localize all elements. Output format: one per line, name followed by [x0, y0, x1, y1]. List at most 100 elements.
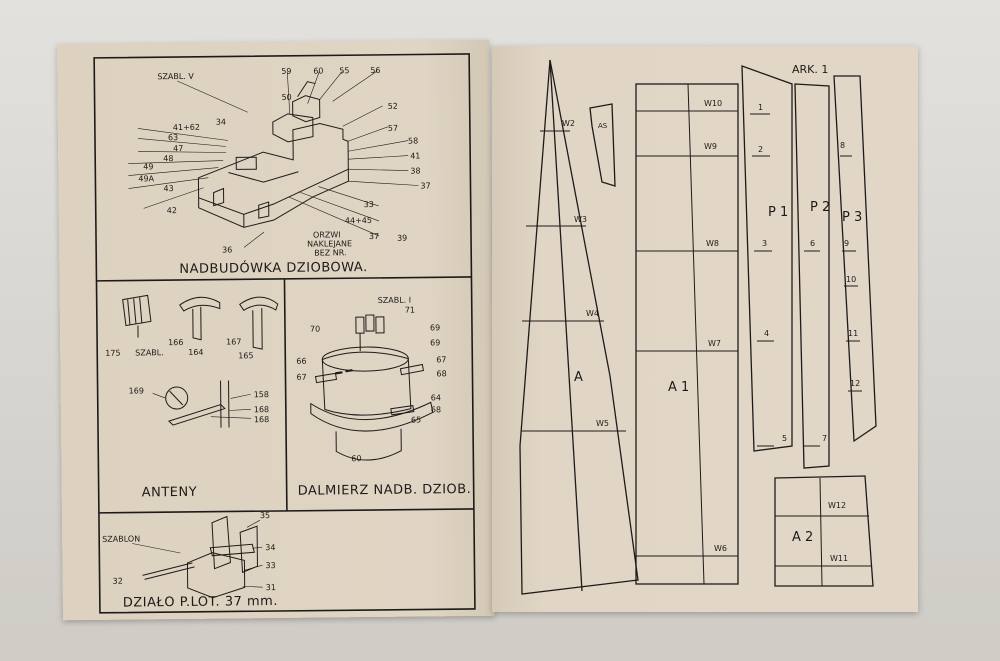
- label-szabl-i: SZABL. I: [378, 296, 412, 305]
- label-37-bottom: 37: [369, 232, 379, 241]
- num-8: 8: [840, 141, 845, 150]
- label-w3: W3: [574, 215, 587, 224]
- part-a2-outline: [774, 475, 874, 587]
- label-39: 39: [397, 234, 407, 243]
- label-65: 65: [411, 415, 421, 424]
- divider-h2: [98, 508, 474, 514]
- part-name-a: A: [574, 370, 583, 385]
- rangefinder-labels: SZABL. I 71 70 69 69 66 67 67 68 68 64 6…: [296, 296, 446, 464]
- left-page: SZABL. V 59 60 55 56 50 52 34 57 41+62 6…: [56, 39, 496, 621]
- part-name-a2: A 2: [792, 530, 813, 545]
- label-w11: W11: [830, 554, 848, 563]
- label-59: 59: [281, 67, 291, 76]
- label-w12: W12: [828, 501, 846, 510]
- label-szablon: SZABLON: [102, 534, 140, 543]
- label-34-b: 34: [265, 543, 275, 552]
- label-57: 57: [388, 124, 398, 133]
- label-33-b: 33: [265, 561, 275, 570]
- label-37-top: 37: [420, 181, 430, 190]
- sheet-label: ARK. 1: [792, 63, 828, 76]
- part-a-outline: [519, 59, 639, 595]
- label-58: 58: [408, 137, 418, 146]
- part-name-p3: P 3: [842, 210, 862, 225]
- label-60: 60: [313, 66, 323, 75]
- num-6: 6: [810, 239, 815, 248]
- label-158: 158: [254, 390, 269, 399]
- label-168-a: 168: [254, 405, 269, 414]
- num-2: 2: [758, 145, 763, 154]
- label-52: 52: [388, 102, 398, 111]
- label-67-left: 67: [296, 373, 306, 382]
- label-69-a: 69: [430, 323, 440, 332]
- label-szabl: SZABL.: [135, 348, 164, 357]
- label-31: 31: [266, 583, 276, 592]
- right-page-drawing: W2 W3 W4 W5 W10 W9 W8 W7 W6 W12 W11 1 2 …: [519, 59, 877, 595]
- label-50: 50: [282, 93, 292, 102]
- label-44-45: 44+45: [345, 216, 372, 225]
- label-41-62: 41+62: [173, 123, 200, 132]
- label-168-b: 168: [254, 415, 269, 424]
- part-name-a1: A 1: [668, 380, 689, 395]
- label-36: 36: [222, 245, 232, 254]
- right-page: W2 W3 W4 W5 W10 W9 W8 W7 W6 W12 W11 1 2 …: [492, 46, 918, 612]
- num-12: 12: [850, 379, 860, 388]
- label-34: 34: [216, 118, 226, 127]
- label-w8: W8: [706, 239, 719, 248]
- label-w6: W6: [714, 544, 727, 553]
- superstructure-drawing: [197, 81, 349, 228]
- part-p2-outline: [794, 83, 830, 469]
- label-69-b: 69: [430, 338, 440, 347]
- label-w5: W5: [596, 419, 609, 428]
- panel3-title: DALMIERZ NADB. DZIOB.: [298, 482, 472, 499]
- antenna-drawing: [122, 294, 279, 428]
- label-55: 55: [339, 66, 349, 75]
- panel2-title: ANTENY: [142, 485, 198, 501]
- frame-outer: [93, 53, 476, 614]
- label-w2: W2: [562, 119, 575, 128]
- num-3: 3: [762, 239, 767, 248]
- label-166: 166: [168, 338, 183, 347]
- num-7: 7: [822, 434, 827, 443]
- label-w9: W9: [704, 142, 717, 151]
- num-1: 1: [758, 103, 763, 112]
- num-11: 11: [848, 329, 858, 338]
- num-5: 5: [782, 434, 787, 443]
- label-w7: W7: [708, 339, 721, 348]
- label-68-b: 68: [431, 405, 441, 414]
- label-49: 49: [143, 162, 153, 171]
- label-60-b: 60: [351, 454, 361, 463]
- label-43: 43: [163, 184, 173, 193]
- label-63: 63: [168, 133, 178, 142]
- label-71: 71: [405, 306, 415, 315]
- label-38: 38: [410, 166, 420, 175]
- num-4: 4: [764, 329, 769, 338]
- label-70: 70: [310, 325, 320, 334]
- num-9: 9: [844, 239, 849, 248]
- label-w10: W10: [704, 99, 722, 108]
- part-a1-outline: [635, 83, 739, 585]
- label-bez-nr: BEZ NR.: [314, 248, 346, 257]
- part-name-p1: P 1: [768, 205, 788, 220]
- label-68-a: 68: [436, 369, 446, 378]
- superstructure-labels: SZABL. V 59 60 55 56 50 52 34 57 41+62 6…: [138, 66, 430, 258]
- label-w4: W4: [586, 309, 599, 318]
- label-szabl-v: SZABL. V: [157, 72, 194, 81]
- label-32: 32: [113, 577, 123, 586]
- left-page-drawing: SZABL. V 59 60 55 56 50 52 34 57 41+62 6…: [93, 53, 476, 614]
- label-64: 64: [431, 393, 441, 402]
- w-labels: W2 W3 W4 W5 W10 W9 W8 W7 W6 W12 W11: [562, 99, 848, 563]
- num-10: 10: [846, 275, 856, 284]
- label-167: 167: [226, 337, 241, 346]
- divider-v1: [283, 278, 288, 511]
- label-164: 164: [188, 348, 203, 357]
- label-42: 42: [167, 206, 177, 215]
- aa-gun-drawing: [142, 515, 258, 599]
- label-47: 47: [173, 144, 183, 153]
- label-49a: 49A: [138, 174, 154, 183]
- label-naklejane: NAKLEJANE: [307, 239, 352, 248]
- label-56: 56: [370, 66, 380, 75]
- notch-numbers: 1 2 3 4 5 6 7 8 9 10 11 12: [758, 103, 860, 443]
- rangefinder-drawing: [310, 314, 434, 461]
- leader-lines: [128, 70, 419, 248]
- label-66: 66: [296, 357, 306, 366]
